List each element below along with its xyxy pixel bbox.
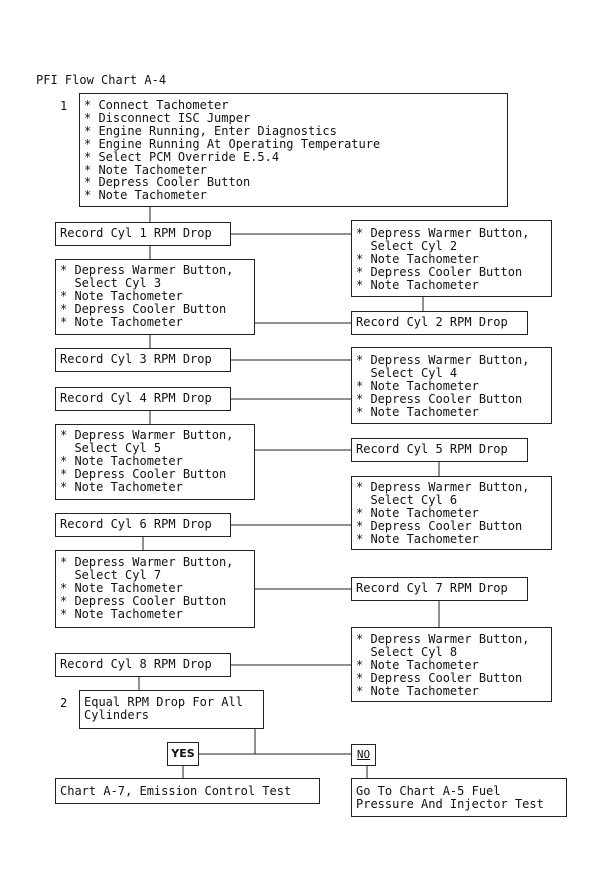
warmer-cyl7-box: * Depress Warmer Button, Select Cyl 7 * … [55,550,255,628]
record-cyl7-box: Record Cyl 7 RPM Drop [351,577,528,601]
record-cyl4-text: Record Cyl 4 RPM Drop [60,391,212,405]
record-cyl8-text: Record Cyl 8 RPM Drop [60,657,212,671]
warmer-cyl7-text: * Depress Warmer Button, Select Cyl 7 * … [60,555,234,621]
warmer-cyl8-text: * Depress Warmer Button, Select Cyl 8 * … [356,632,530,698]
record-cyl2-text: Record Cyl 2 RPM Drop [356,315,508,329]
record-cyl8-box: Record Cyl 8 RPM Drop [55,653,231,677]
step-number-1: 1 [60,99,68,113]
yes-label: YES [171,746,195,760]
no-label-box: NO [351,744,376,766]
yes-label-box: YES [167,742,199,766]
record-cyl5-text: Record Cyl 5 RPM Drop [356,442,508,456]
chart-title: PFI Flow Chart A-4 [36,73,167,87]
warmer-cyl6-text: * Depress Warmer Button, Select Cyl 6 * … [356,480,530,546]
step-number-2: 2 [60,696,68,710]
record-cyl1-box: Record Cyl 1 RPM Drop [55,222,231,246]
warmer-cyl8-box: * Depress Warmer Button, Select Cyl 8 * … [351,627,552,702]
record-cyl1-text: Record Cyl 1 RPM Drop [60,226,212,240]
warmer-cyl6-box: * Depress Warmer Button, Select Cyl 6 * … [351,476,552,550]
warmer-cyl2-box: * Depress Warmer Button, Select Cyl 2 * … [351,220,552,297]
record-cyl5-box: Record Cyl 5 RPM Drop [351,438,528,462]
warmer-cyl3-box: * Depress Warmer Button, Select Cyl 3 * … [55,259,255,335]
warmer-cyl4-text: * Depress Warmer Button, Select Cyl 4 * … [356,353,530,419]
result-no-box: Go To Chart A-5 Fuel Pressure And Inject… [351,778,567,817]
warmer-cyl2-text: * Depress Warmer Button, Select Cyl 2 * … [356,226,530,292]
record-cyl3-box: Record Cyl 3 RPM Drop [55,348,231,372]
result-no-text: Go To Chart A-5 Fuel Pressure And Inject… [356,784,544,811]
decision-box: Equal RPM Drop For All Cylinders [79,690,264,729]
no-label: NO [356,747,371,761]
warmer-cyl3-text: * Depress Warmer Button, Select Cyl 3 * … [60,263,234,329]
result-yes-text: Chart A-7, Emission Control Test [60,784,292,798]
decision-text: Equal RPM Drop For All Cylinders [84,695,243,722]
warmer-cyl5-box: * Depress Warmer Button, Select Cyl 5 * … [55,424,255,500]
result-yes-box: Chart A-7, Emission Control Test [55,778,320,804]
step1-text: * Connect Tachometer * Disconnect ISC Ju… [84,98,381,203]
warmer-cyl4-box: * Depress Warmer Button, Select Cyl 4 * … [351,347,552,424]
record-cyl7-text: Record Cyl 7 RPM Drop [356,581,508,595]
record-cyl3-text: Record Cyl 3 RPM Drop [60,352,212,366]
step1-box: * Connect Tachometer * Disconnect ISC Ju… [79,93,508,207]
warmer-cyl5-text: * Depress Warmer Button, Select Cyl 5 * … [60,428,234,494]
record-cyl6-box: Record Cyl 6 RPM Drop [55,513,231,537]
record-cyl6-text: Record Cyl 6 RPM Drop [60,517,212,531]
record-cyl2-box: Record Cyl 2 RPM Drop [351,311,528,335]
record-cyl4-box: Record Cyl 4 RPM Drop [55,387,231,411]
